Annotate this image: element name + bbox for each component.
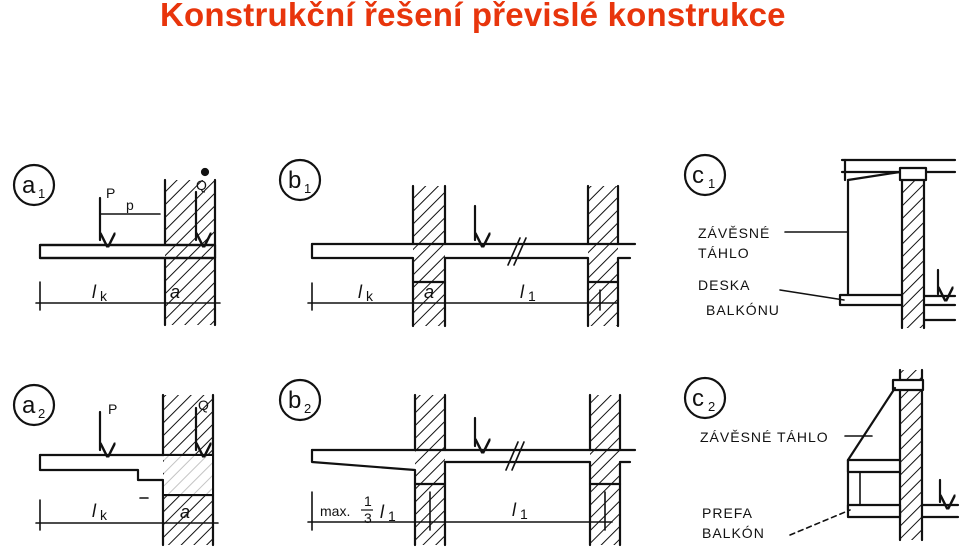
panel-b2	[278, 378, 637, 547]
panel-b1	[278, 158, 637, 328]
panel-c2-circle	[683, 376, 727, 420]
panel-b1-wall-right	[588, 186, 618, 326]
panel-c1-balcony-slab	[838, 293, 904, 307]
panel-c1-circle	[683, 153, 727, 197]
panel-a2-lk: l	[92, 501, 97, 521]
panel-b2-l1b-sub: 1	[520, 506, 528, 522]
panel-b2-l1: l	[380, 502, 385, 522]
panel-a2-letter: a	[22, 392, 36, 419]
panel-a2-lk-sub: k	[100, 507, 108, 523]
panel-c1-label1-line1: ZÁVĚSNÉ	[698, 225, 770, 241]
panel-b1-lk: l	[358, 282, 363, 302]
panel-a1-index: 1	[38, 186, 45, 201]
panel-c2-label2-line1: PREFA	[702, 505, 753, 521]
panel-c1-label2-line2: BALKÓNU	[706, 302, 780, 318]
panel-a1-p-label: P	[106, 185, 115, 201]
panel-c2-index: 2	[708, 399, 715, 414]
panel-c1-letter: c	[692, 162, 704, 189]
panel-b2-frac-num: 1	[364, 493, 372, 509]
panel-a2-p-label: P	[108, 401, 117, 417]
panel-a1-q-label: Q	[196, 177, 207, 193]
panel-c2-column	[900, 370, 922, 540]
panel-b1-index: 1	[304, 181, 311, 196]
panel-b2-l1b: l	[512, 500, 517, 520]
panel-b1-circle	[278, 158, 322, 202]
panel-c1-label2-line1: DESKA	[698, 277, 750, 293]
panel-a2-index: 2	[38, 406, 45, 421]
panel-a1-circle	[12, 163, 56, 207]
panel-a2-a: a	[180, 502, 190, 522]
panel-b1-l1: l	[520, 282, 525, 302]
panel-a2	[12, 383, 219, 547]
panel-c2-prefab-balcony	[846, 503, 902, 519]
panel-a1-lk-sub: k	[100, 288, 108, 304]
panel-a1-a: a	[170, 282, 180, 302]
panel-a1-lk: l	[92, 282, 97, 302]
panel-c2	[683, 368, 960, 542]
panel-b2-frac-den: 3	[364, 510, 372, 526]
panel-c2-hanger	[846, 386, 897, 462]
panel-c1-label1-line2: TÁHLO	[698, 245, 750, 261]
panel-b2-max-label: max.	[320, 503, 350, 519]
panel-b2-letter: b	[288, 387, 301, 414]
page-title: Konstrukční řešení převislé konstrukce	[160, 0, 786, 33]
panel-b2-circle	[278, 378, 322, 422]
panel-b1-l1-sub: 1	[528, 288, 536, 304]
panel-b1-a: a	[424, 282, 434, 302]
panel-b1-lk-sub: k	[366, 288, 374, 304]
panel-a2-circle	[12, 383, 56, 427]
panel-a1-letter: a	[22, 172, 36, 199]
panel-c1-column	[902, 178, 924, 328]
panel-c2-label2-line2: BALKÓN	[702, 525, 765, 541]
panel-a1-p-small: p	[126, 197, 134, 213]
panel-c1-index: 1	[708, 176, 715, 191]
panel-b1-wall-left	[413, 186, 445, 326]
panel-b2-index: 2	[304, 401, 311, 416]
panel-c2-label1: ZÁVĚSNÉ TÁHLO	[700, 429, 829, 445]
panel-b2-l1-sub: 1	[388, 508, 396, 524]
panel-b1-letter: b	[288, 167, 301, 194]
panel-a1	[12, 163, 221, 327]
panel-c2-letter: c	[692, 385, 704, 412]
panel-a2-q-label: Q	[198, 397, 209, 413]
panel-c1	[683, 153, 957, 330]
